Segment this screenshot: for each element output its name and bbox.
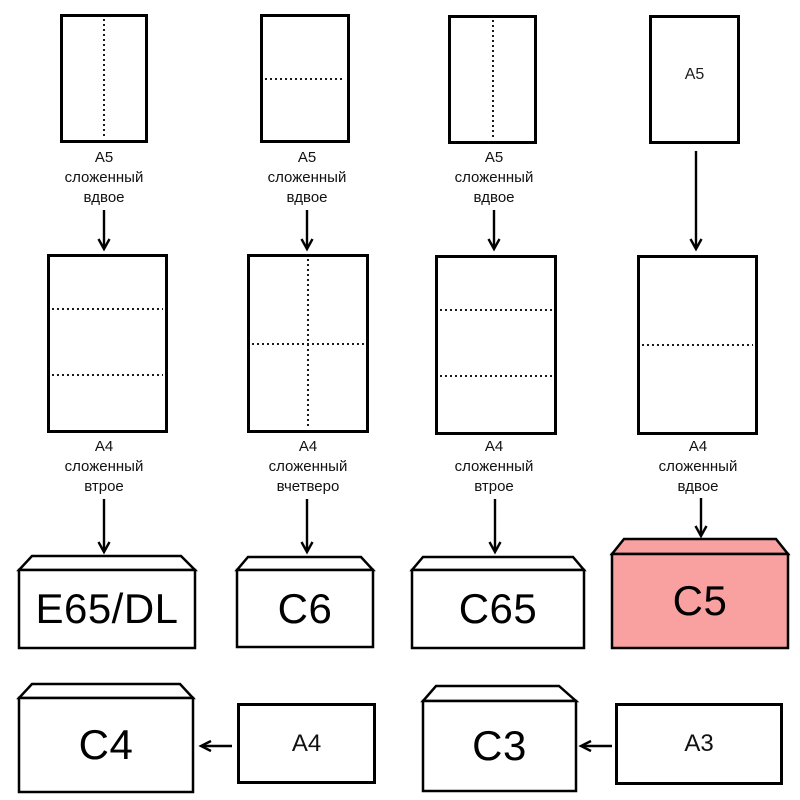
a5-sheet-plain: А5 (649, 15, 740, 144)
arrow-down-icon (300, 210, 314, 252)
caption-a4-col3: А4 сложенный втрое (414, 437, 574, 497)
caption-line: А5 (484, 149, 504, 166)
a4-sheet-trifold-2 (435, 255, 557, 435)
a4-sheet-halffold (637, 255, 758, 435)
a5-sheet-fold-horizontal (260, 14, 350, 143)
caption-a5-col3: А5 сложенный вдвое (414, 148, 574, 208)
caption-line: А4 (688, 438, 708, 455)
a3-source-box: А3 (615, 703, 783, 785)
fold-line-horizontal (440, 375, 552, 378)
envelope-c3-shape (420, 684, 580, 793)
envelope-c5-shape (609, 537, 791, 650)
a5-inside-label: А5 (684, 65, 705, 83)
fold-line-horizontal (252, 342, 364, 345)
a5-sheet-fold-vertical-1 (60, 14, 148, 143)
fold-line-horizontal (440, 309, 552, 312)
caption-line: вдвое (83, 189, 125, 206)
a5-sheet-fold-vertical-2 (448, 15, 537, 144)
caption-line: сложенный (64, 458, 144, 475)
envelope-label-c6: C6 (277, 584, 333, 632)
envelope-body (610, 552, 790, 650)
arrow-left-icon (198, 739, 232, 753)
caption-a4-col4: А4 сложенный вдвое (618, 437, 778, 497)
caption-a5-col2: А5 сложенный вдвое (227, 148, 387, 208)
envelope-body (235, 568, 375, 649)
caption-line: сложенный (658, 458, 738, 475)
caption-line: сложенный (454, 169, 534, 186)
arrow-left-icon (578, 739, 612, 753)
fold-line-horizontal (52, 373, 163, 376)
arrow-down-icon (97, 210, 111, 252)
caption-line: А5 (297, 149, 317, 166)
caption-line: А4 (298, 438, 318, 455)
caption-line: сложенный (267, 169, 347, 186)
caption-a5-col1: А5 сложенный вдвое (24, 148, 184, 208)
envelope-e65dl-shape (16, 554, 199, 650)
a4-source-box: А4 (237, 703, 376, 784)
caption-line: А4 (484, 438, 504, 455)
envelope-body (17, 696, 195, 794)
envelope-c6-shape (234, 555, 376, 649)
caption-line: А5 (94, 149, 114, 166)
envelope-c4-shape (16, 682, 196, 794)
fold-line-horizontal (265, 77, 345, 80)
arrow-down-icon (488, 499, 502, 555)
caption-line: сложенный (64, 169, 144, 186)
fold-line-vertical (491, 20, 494, 139)
envelope-body (410, 568, 586, 650)
caption-line: втрое (474, 478, 514, 495)
a4-source-label: А4 (291, 729, 322, 757)
caption-line: вдвое (677, 478, 719, 495)
envelope-c65-shape (409, 555, 587, 650)
arrow-down-icon (487, 210, 501, 252)
fold-line-horizontal (642, 344, 753, 346)
arrow-down-icon (97, 499, 111, 555)
arrow-down-icon (300, 499, 314, 555)
envelope-body (421, 699, 578, 793)
caption-line: сложенный (268, 458, 348, 475)
envelope-label-c4: C4 (78, 721, 134, 768)
caption-line: втрое (84, 478, 124, 495)
envelope-label-e65dl: E65/DL (35, 585, 179, 632)
envelope-label-c5: C5 (672, 577, 728, 624)
envelope-label-c3: C3 (472, 722, 527, 769)
caption-line: вдвое (286, 189, 328, 206)
fold-line-horizontal (52, 308, 163, 311)
arrow-down-icon (689, 151, 703, 252)
caption-line: сложенный (454, 458, 534, 475)
a4-sheet-quarterfold (247, 254, 369, 433)
envelope-label-c65: C65 (458, 585, 538, 632)
caption-a4-col1: А4 сложенный втрое (24, 437, 184, 497)
caption-line: вдвое (473, 189, 515, 206)
fold-line-vertical (103, 19, 105, 138)
caption-line: А4 (94, 438, 114, 455)
arrow-down-icon (694, 498, 708, 539)
envelope-body (17, 568, 197, 650)
caption-line: вчетверо (276, 478, 340, 495)
a4-sheet-trifold-1 (47, 254, 168, 433)
caption-a4-col2: А4 сложенный вчетверо (228, 437, 388, 497)
a3-source-label: А3 (684, 730, 714, 757)
